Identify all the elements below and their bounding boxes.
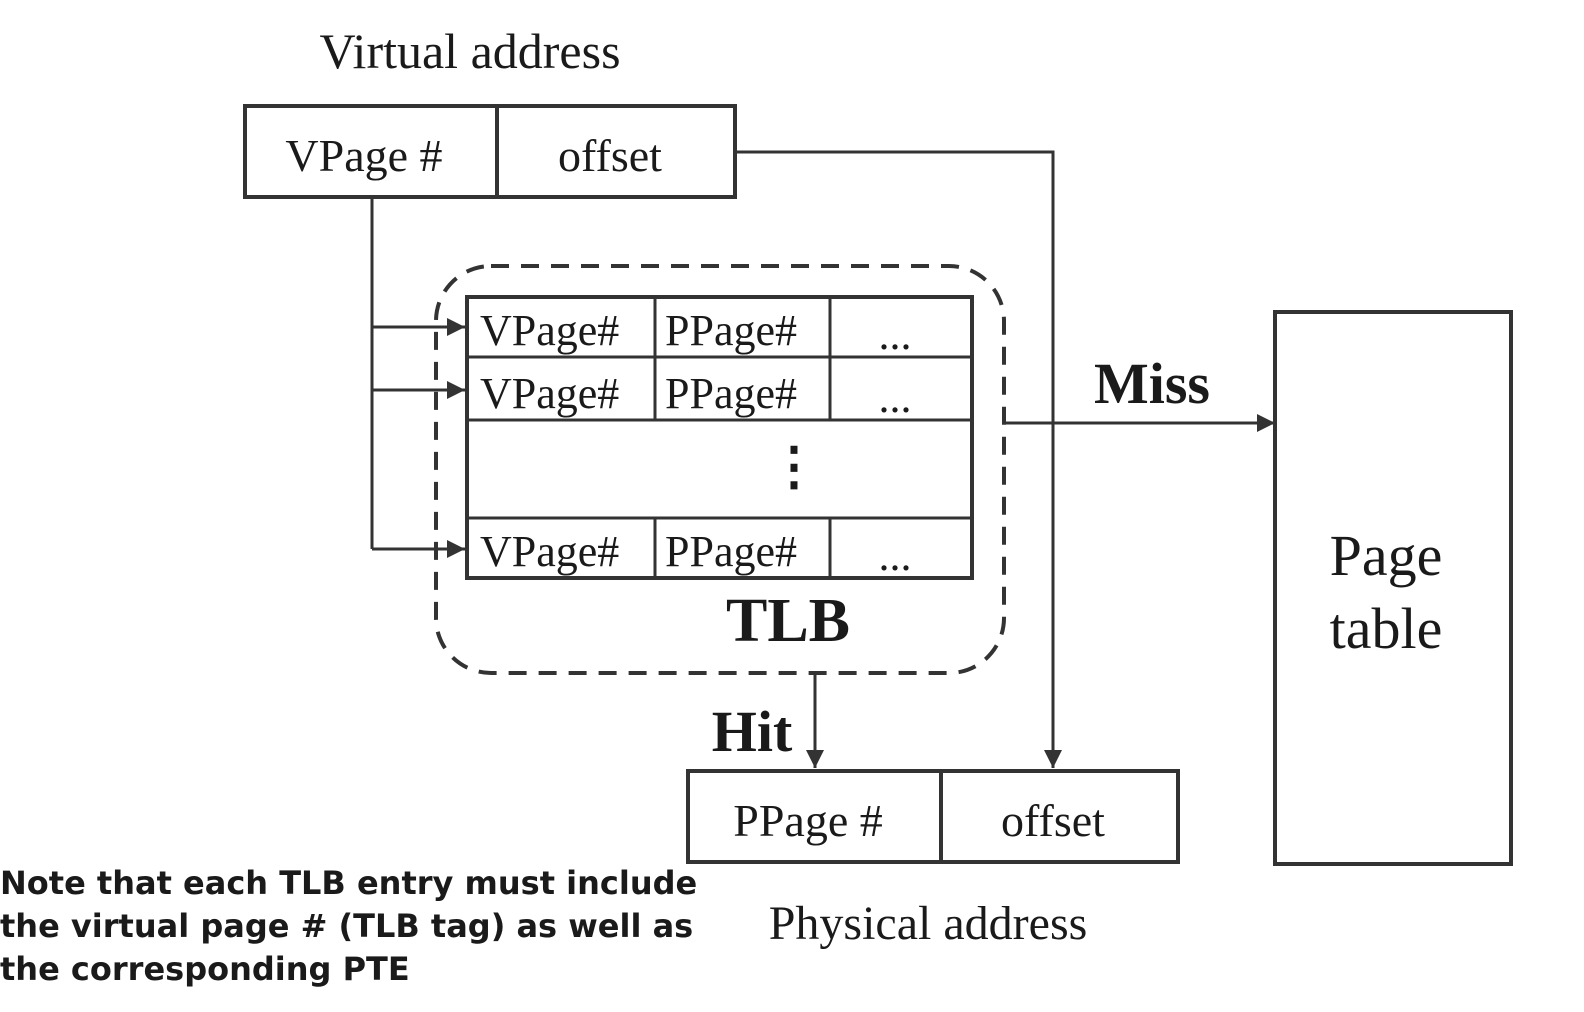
tlb-ppage-cell: PPage# — [665, 369, 797, 418]
tlb-row: VPage# PPage# ... — [480, 369, 912, 422]
offset-connector — [735, 150, 1062, 768]
physical-offset-label: offset — [1001, 795, 1105, 846]
tlb-vpage-cell: VPage# — [480, 527, 619, 576]
tlb-label: TLB — [726, 587, 850, 655]
page-table-label-line2: table — [1330, 596, 1443, 661]
virtual-offset-field — [495, 104, 737, 199]
tlb-rest-cell: ... — [879, 310, 912, 359]
vpage-connector — [370, 197, 465, 558]
tlb-vpage-cell: VPage# — [480, 306, 619, 355]
tlb-vpage-cell: VPage# — [480, 369, 619, 418]
tlb-table — [465, 295, 974, 580]
page-table-box — [1273, 310, 1513, 866]
physical-ppage-field — [686, 769, 943, 864]
tlb-row: VPage# PPage# ... — [480, 527, 912, 580]
physical-ppage-label: PPage # — [733, 795, 883, 846]
miss-label: Miss — [1094, 351, 1210, 416]
physical-address-title: Physical address — [769, 897, 1088, 950]
page-table-label-line1: Page — [1330, 523, 1443, 588]
tlb-note: Note that each TLB entry must include th… — [0, 864, 698, 988]
tlb-rest-cell: ... — [879, 531, 912, 580]
virtual-vpage-label: VPage # — [285, 130, 442, 181]
virtual-offset-label: offset — [558, 130, 662, 181]
tlb-row: VPage# PPage# ... — [480, 306, 912, 359]
tlb-vertical-ellipsis: ⋮ — [768, 439, 820, 496]
physical-offset-field — [939, 769, 1180, 864]
tlb-ppage-cell: PPage# — [665, 527, 797, 576]
virtual-vpage-field — [243, 104, 499, 199]
tlb-boundary — [434, 264, 1006, 675]
virtual-address-title: Virtual address — [319, 23, 620, 79]
tlb-ppage-cell: PPage# — [665, 306, 797, 355]
tlb-rest-cell: ... — [879, 373, 912, 422]
hit-label: Hit — [712, 699, 793, 764]
